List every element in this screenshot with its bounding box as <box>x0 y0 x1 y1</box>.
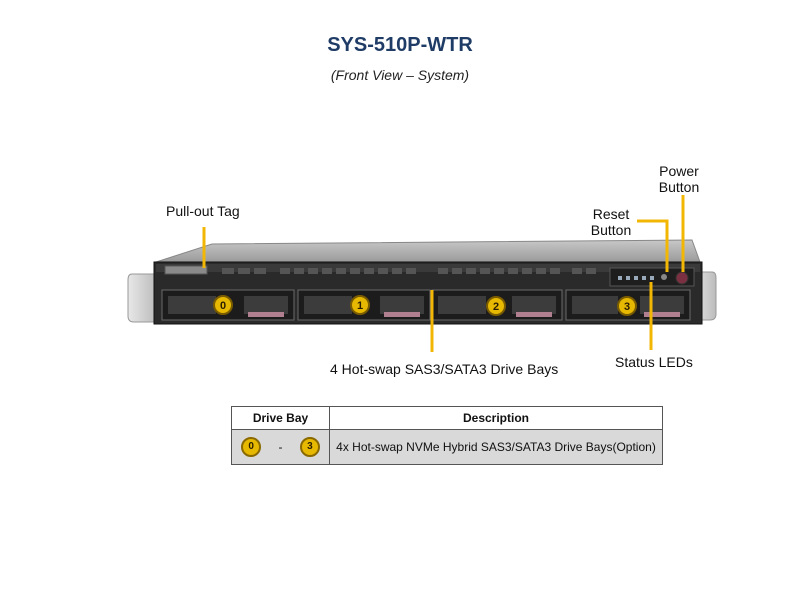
description-cell: 4x Hot-swap NVMe Hybrid SAS3/SATA3 Drive… <box>329 429 663 465</box>
power-button <box>675 271 689 285</box>
chassis-top <box>155 239 701 263</box>
bay-badge-start: 0 <box>241 437 262 457</box>
table-header-row: Drive Bay Description <box>231 406 663 430</box>
bay-badge-label: 0 <box>220 300 226 312</box>
vent-slots <box>222 268 596 274</box>
bay-range-separator: - <box>278 440 283 454</box>
bay-badge-label: 2 <box>493 301 499 313</box>
bay-badge-end: 3 <box>299 437 320 457</box>
status-led <box>634 276 638 280</box>
callout-power-button-line1: Power <box>659 163 699 179</box>
status-led <box>650 276 654 280</box>
callout-reset-button-line1: Reset <box>592 206 630 222</box>
callout-reset-button: Reset Button <box>576 206 646 238</box>
callout-pullout-tag: Pull-out Tag <box>166 203 240 219</box>
bay-badge-label: 1 <box>357 300 363 312</box>
bay-badge-2: 2 <box>486 296 506 316</box>
drive-bay-range-cell: 0 - 3 <box>231 429 330 465</box>
callout-reset-button-line2: Button <box>590 222 632 238</box>
callout-lines <box>202 195 685 352</box>
header-drive-bay: Drive Bay <box>231 406 330 430</box>
bay-badge-3: 3 <box>617 296 637 316</box>
callout-power-button-line2: Button <box>658 179 700 195</box>
status-led <box>642 276 646 280</box>
callout-line-reset <box>637 219 669 272</box>
table-row: 0 - 3 4x Hot-swap NVMe Hybrid SAS3/SATA3… <box>231 429 663 465</box>
page-subtitle: (Front View – System) <box>330 67 470 83</box>
callout-power-button: Power Button <box>644 163 714 195</box>
callout-drive-bays: 4 Hot-swap SAS3/SATA3 Drive Bays <box>330 361 559 377</box>
drive-tray-1 <box>297 289 431 321</box>
bay-badge-0: 0 <box>213 295 233 315</box>
callout-status-leds: Status LEDs <box>615 354 693 370</box>
status-led <box>626 276 630 280</box>
header-description: Description <box>329 406 663 430</box>
page-title: SYS-510P-WTR <box>327 34 473 56</box>
bay-badges: 0 1 2 3 <box>213 295 637 316</box>
rack-ear-left <box>127 273 157 323</box>
server-front-diagram: 0 1 2 3 <box>127 195 717 352</box>
bay-badge-label: 3 <box>624 301 630 313</box>
bay-badge-1: 1 <box>350 295 370 315</box>
drive-bay-table: Drive Bay Description 0 - 3 4x Hot-swap … <box>231 406 663 465</box>
status-led <box>618 276 622 280</box>
pullout-tag <box>164 265 208 275</box>
reset-button <box>661 274 667 280</box>
